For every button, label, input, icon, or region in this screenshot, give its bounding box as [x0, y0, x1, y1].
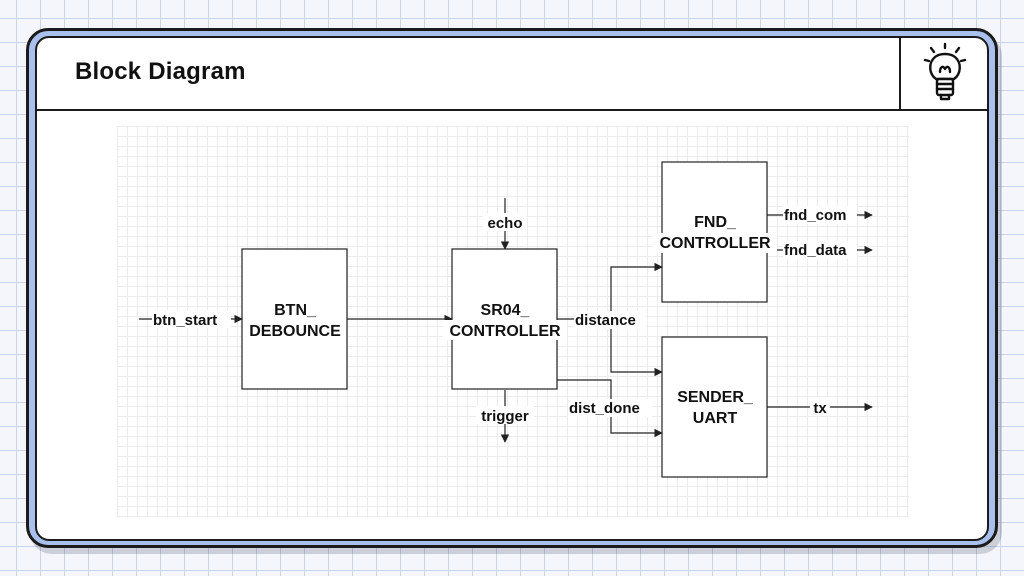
fnd-controller-label-2: CONTROLLER	[659, 235, 771, 252]
signal-distance: distance	[575, 312, 636, 329]
block-fnd-controller	[661, 161, 768, 303]
sr04-controller-label-1: SR04_	[481, 302, 531, 319]
signal-dist-done: dist_done	[569, 400, 640, 417]
signal-fnd-data: fnd_data	[784, 242, 847, 259]
block-sr04-controller	[451, 248, 558, 390]
signal-fnd-com: fnd_com	[784, 207, 847, 224]
lightbulb-icon	[923, 42, 967, 101]
sr04-controller-label-2: CONTROLLER	[449, 323, 561, 340]
signal-btn-start: btn_start	[153, 312, 217, 329]
signal-echo: echo	[487, 215, 522, 232]
slide-title: Block Diagram	[75, 58, 246, 85]
block-diagram: BTN_ DEBOUNCE SR04_ CONTROLLER FND_ CONT…	[139, 161, 873, 478]
signal-tx: tx	[813, 400, 827, 417]
wire-distance-to-uart	[610, 319, 663, 377]
slide-card: Block Diagram	[35, 36, 989, 541]
diagram-area: BTN_ DEBOUNCE SR04_ CONTROLLER FND_ CONT…	[117, 126, 909, 518]
sender-uart-label-1: SENDER_	[677, 389, 754, 406]
sender-uart-label-2: UART	[693, 410, 738, 427]
block-btn-debounce	[241, 248, 348, 390]
slide-header: Block Diagram	[37, 38, 987, 111]
block-sender-uart	[661, 336, 768, 478]
icon-box	[899, 38, 987, 109]
signal-trigger: trigger	[481, 408, 529, 425]
btn-debounce-label-1: BTN_	[274, 302, 317, 319]
fnd-controller-label-1: FND_	[694, 214, 737, 231]
btn-debounce-label-2: DEBOUNCE	[249, 323, 341, 340]
